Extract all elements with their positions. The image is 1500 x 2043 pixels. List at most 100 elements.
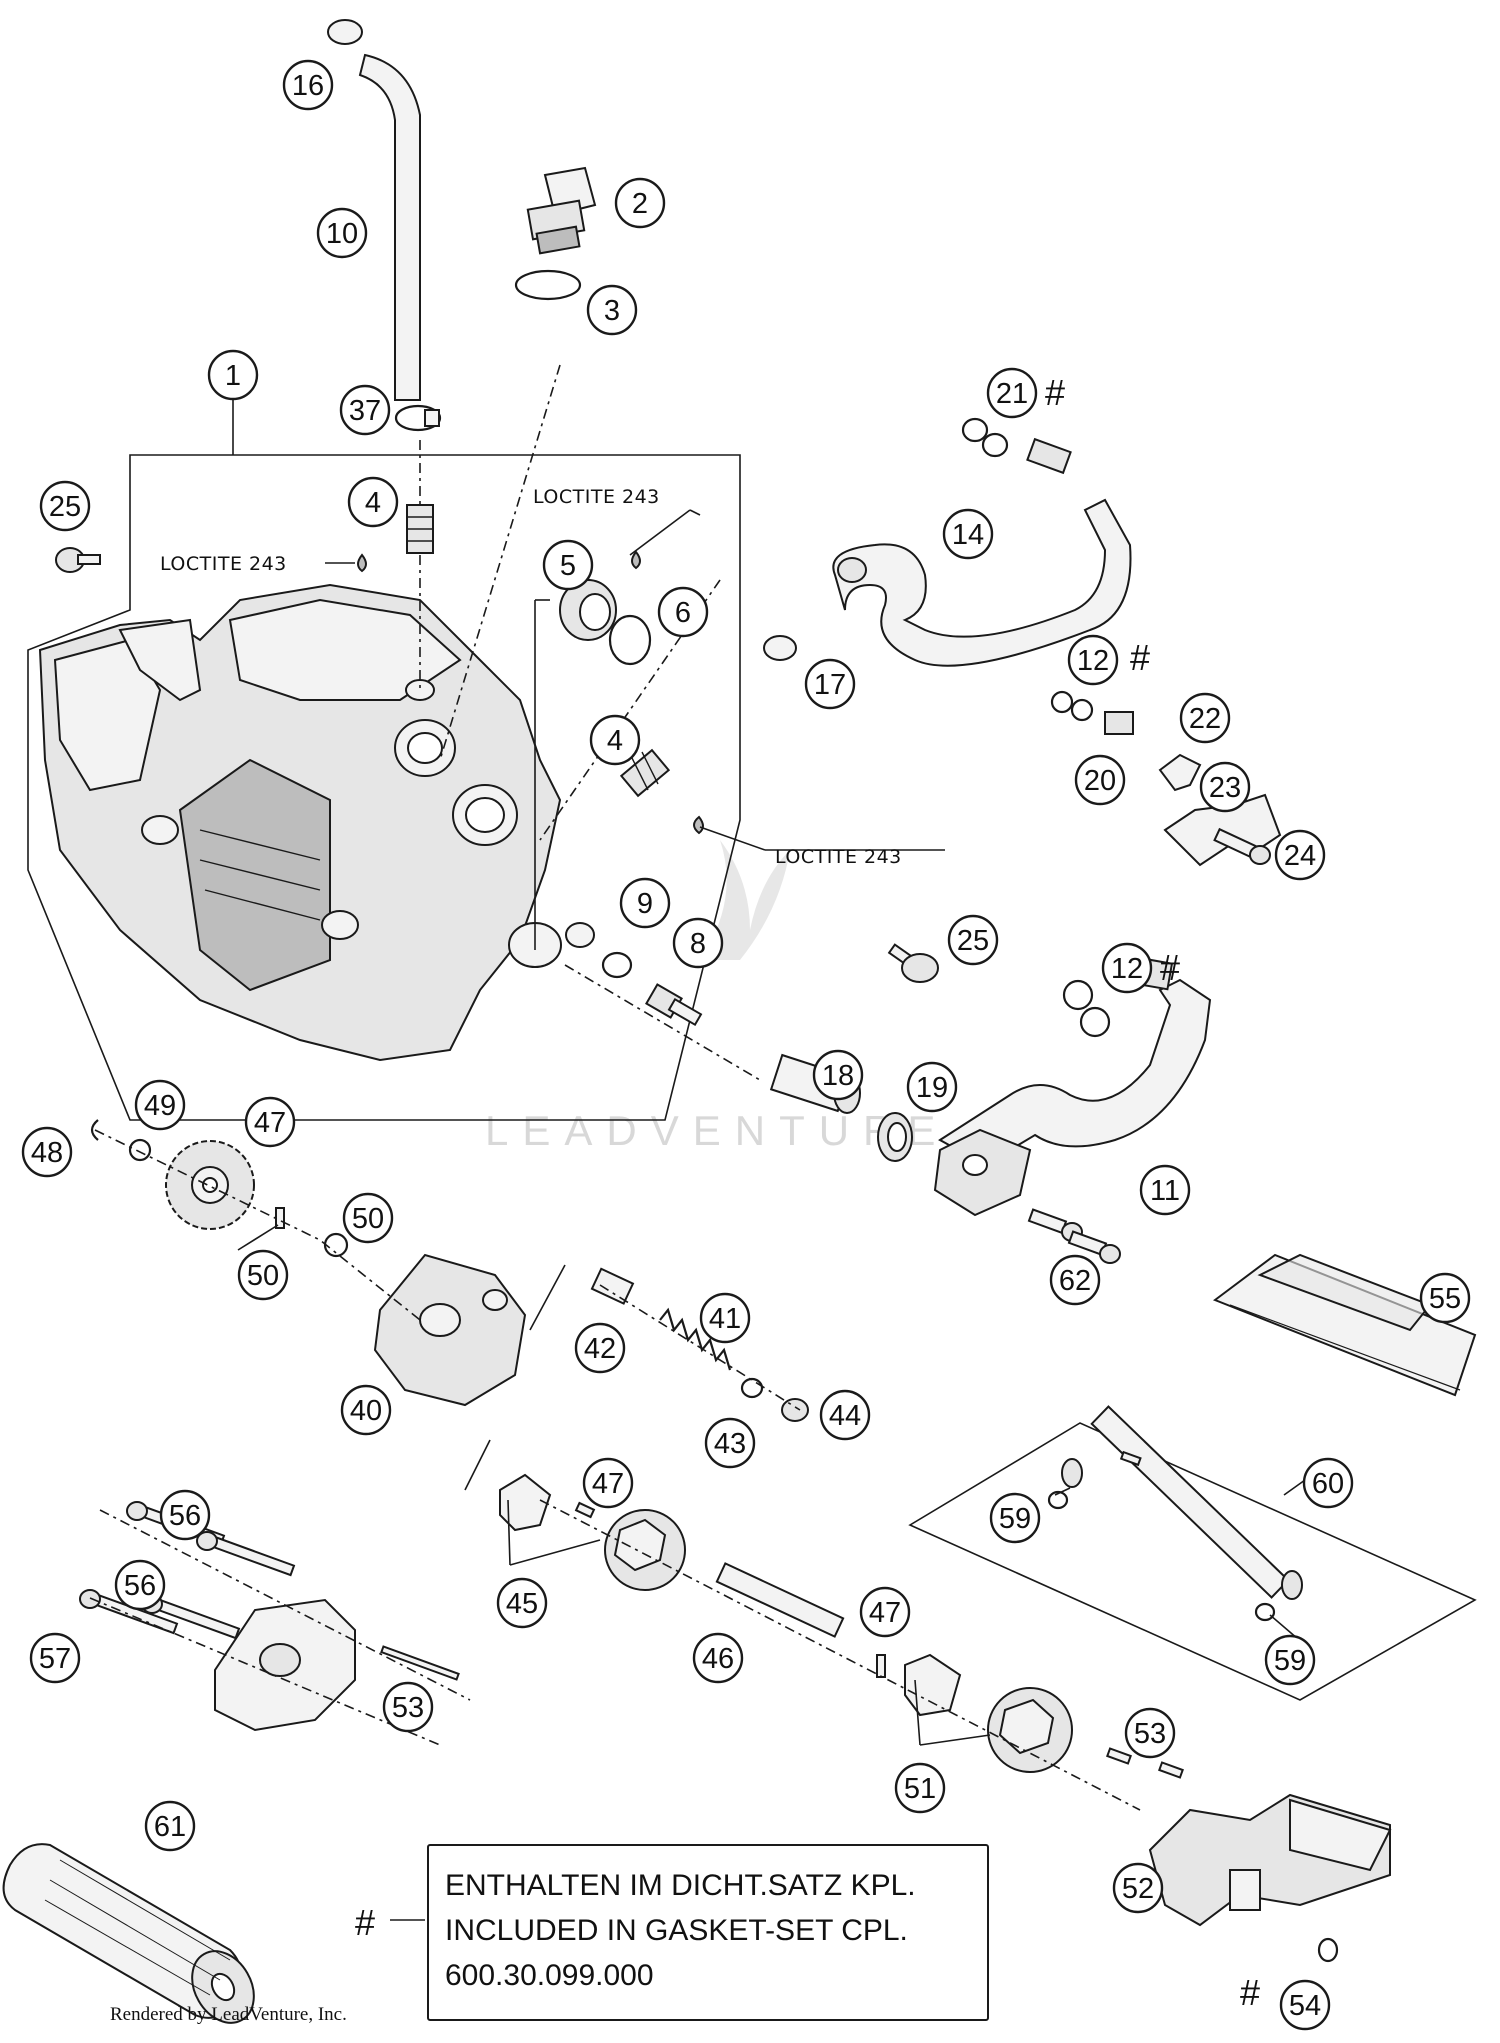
- callout-circle: [39, 480, 91, 532]
- part-52-pump-cover: [1148, 1793, 1392, 1927]
- callout-circle: [1124, 1707, 1176, 1759]
- callout-circle: [342, 1192, 394, 1244]
- callout-3: 3: [586, 284, 638, 336]
- part-9-washer: [601, 951, 633, 979]
- part-48-gear: [165, 1140, 255, 1230]
- callout-circle: [282, 59, 334, 111]
- callout-circle: [1101, 942, 1153, 994]
- part-12-o-ring-3: [1062, 979, 1094, 1011]
- callout-number: 37: [349, 395, 381, 427]
- callout-25: 25: [39, 480, 91, 532]
- callout-40: 40: [340, 1384, 392, 1436]
- part-24-screw: [1213, 827, 1271, 865]
- callout-circle: [986, 367, 1038, 419]
- callout-number: 41: [709, 1303, 741, 1335]
- callout-62: 62: [1049, 1254, 1101, 1306]
- part-12-o-ring-2: [1070, 698, 1094, 722]
- callout-9: 9: [619, 877, 671, 929]
- callout-37: 37: [339, 384, 391, 436]
- callout-number: 18: [822, 1060, 854, 1092]
- callout-59: 59: [1264, 1634, 1316, 1686]
- callout-circle: [114, 1559, 166, 1611]
- callout-number: 23: [1209, 772, 1241, 804]
- callout-circle: [542, 539, 594, 591]
- callout-number: 47: [254, 1107, 286, 1139]
- callout-circle: [947, 914, 999, 966]
- callout-23: 23: [1199, 761, 1251, 813]
- callout-circle: [1264, 1634, 1316, 1686]
- callout-circle: [699, 1292, 751, 1344]
- callout-number: 5: [560, 550, 576, 582]
- callout-circle: [496, 1577, 548, 1629]
- callout-number: 20: [1084, 765, 1116, 797]
- callout-number: 16: [292, 70, 324, 102]
- callout-number: 10: [326, 218, 358, 250]
- callout-number: 42: [584, 1333, 616, 1365]
- callout-59: 59: [989, 1492, 1041, 1544]
- callout-45: 45: [496, 1577, 548, 1629]
- callout-47: 47: [244, 1096, 296, 1148]
- callout-circle: [159, 1489, 211, 1541]
- oil-tank-group: [27, 364, 761, 1121]
- callout-number: 14: [952, 519, 984, 551]
- part-53-pin-1: [1106, 1747, 1132, 1765]
- callout-number: 40: [350, 1395, 382, 1427]
- part-25-screw-left: [55, 547, 101, 573]
- hash-mark-21: #: [1045, 372, 1065, 413]
- callout-42: 42: [574, 1322, 626, 1374]
- callout-61: 61: [144, 1800, 196, 1852]
- tank-group-frame: [27, 454, 741, 1121]
- loctite-drop-2: [631, 550, 641, 570]
- note-line-de: ENTHALTEN IM DICHT.SATZ KPL.: [445, 1869, 916, 1902]
- callout-47: 47: [582, 1457, 634, 1509]
- callout-number: 53: [1134, 1718, 1166, 1750]
- callout-number: 25: [49, 491, 81, 523]
- callout-number: 1: [225, 360, 241, 392]
- part-10-hose: [358, 53, 421, 401]
- callout-50: 50: [237, 1249, 289, 1301]
- note-part-number: 600.30.099.000: [445, 1959, 654, 1992]
- callout-57: 57: [29, 1632, 81, 1684]
- part-4-upper-fitting: [406, 504, 434, 554]
- part-4-middle-fitting: [619, 748, 671, 798]
- callout-number: 53: [392, 1692, 424, 1724]
- callout-53: 53: [1124, 1707, 1176, 1759]
- watermark: LEADVENTURE: [485, 840, 949, 1154]
- watermark-text: LEADVENTURE: [485, 1107, 949, 1154]
- part-43-washer: [740, 1377, 764, 1399]
- callout-circle: [672, 917, 724, 969]
- callout-number: 17: [814, 669, 846, 701]
- callout-circle: [237, 1249, 289, 1301]
- callout-circle: [1139, 1164, 1191, 1216]
- hash-mark-12-lower: #: [1160, 947, 1180, 988]
- callout-22: 22: [1179, 692, 1231, 744]
- callout-number: 45: [506, 1588, 538, 1620]
- callout-54: 54: [1279, 1979, 1331, 2031]
- callout-circle: [1419, 1272, 1471, 1324]
- callout-number: 54: [1289, 1990, 1321, 2022]
- part-2-filler-cap: [526, 166, 597, 255]
- callout-4: 4: [347, 476, 399, 528]
- callout-24: 24: [1274, 829, 1326, 881]
- callout-circle: [244, 1096, 296, 1148]
- part-53-pump-body-left: [214, 1598, 460, 1732]
- loctite-label-top: LOCTITE 243: [533, 486, 660, 508]
- callout-56: 56: [159, 1489, 211, 1541]
- callout-circle: [1199, 761, 1251, 813]
- callout-5: 5: [542, 539, 594, 591]
- callout-16: 16: [282, 59, 334, 111]
- part-41-spring: [659, 1307, 732, 1371]
- part-11-hose: [933, 955, 1212, 1217]
- part-61-oil-filter: [2, 1843, 255, 2024]
- callout-circle: [692, 1632, 744, 1684]
- callout-8: 8: [672, 917, 724, 969]
- part-53-pin-2: [1158, 1761, 1184, 1779]
- callout-52: 52: [1112, 1862, 1164, 1914]
- callout-10: 10: [316, 207, 368, 259]
- part-25-screw-right: [887, 943, 939, 983]
- note-line-en: INCLUDED IN GASKET-SET CPL.: [445, 1914, 908, 1947]
- callout-number: 12: [1077, 645, 1109, 677]
- callout-number: 12: [1111, 953, 1143, 985]
- callout-number: 48: [31, 1137, 63, 1169]
